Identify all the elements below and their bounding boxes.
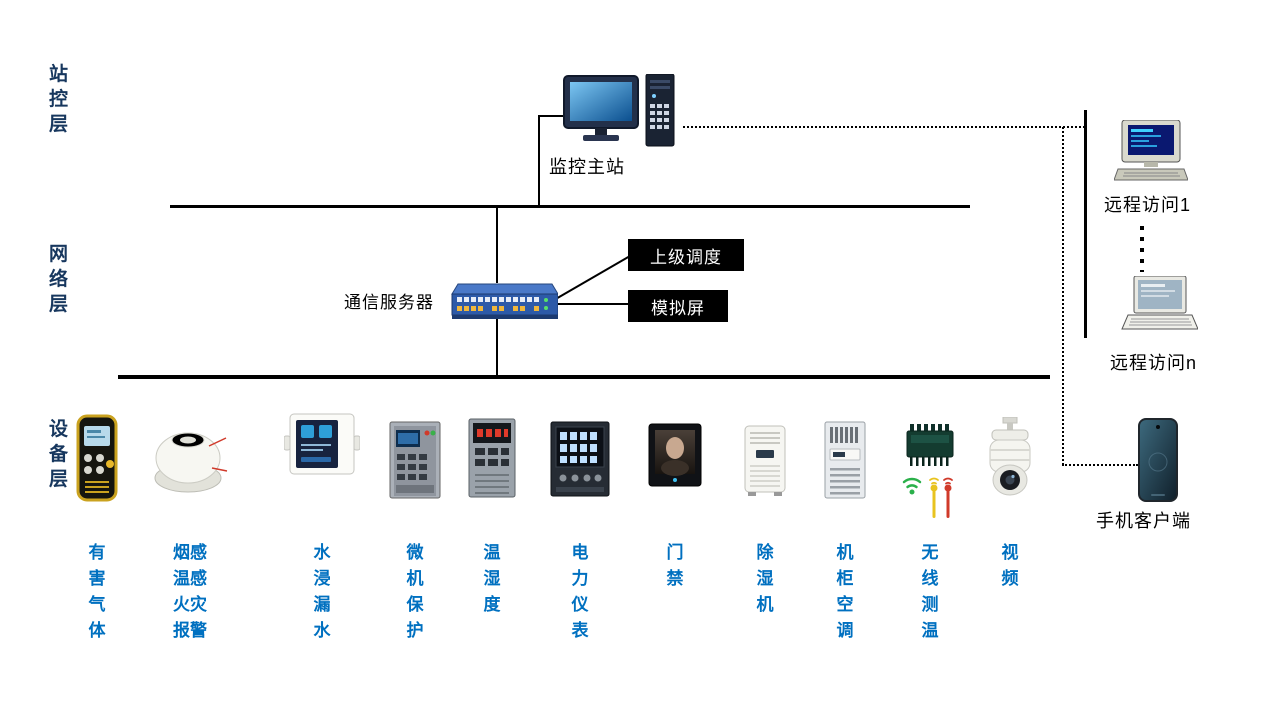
device-label-water: 水 浸 漏 水 <box>313 543 331 640</box>
video-camera-icon <box>989 417 1031 496</box>
cabinet-ac-icon <box>824 421 866 499</box>
device-label-video: 视 频 <box>1001 543 1019 588</box>
device-label-smoke: 烟感 温感 火灾 报警 <box>173 543 207 640</box>
gas-detector-icon <box>76 414 118 502</box>
device-label-temp-humidity: 温 湿 度 <box>483 543 501 614</box>
device-label-dehumidifier: 除 湿 机 <box>756 543 774 614</box>
dispatch-badge: 上级调度 <box>628 239 744 271</box>
device-label-access: 门 禁 <box>666 543 684 588</box>
master-station-label: 监控主站 <box>549 157 625 177</box>
network-device-bus-line <box>118 375 1050 379</box>
relay-protection-icon <box>389 421 441 499</box>
temp-humidity-icon <box>468 418 516 498</box>
wireless-temp-icon <box>902 424 954 518</box>
layer-label-station: 站 控 层 <box>48 64 69 135</box>
layer-label-network: 网 络 层 <box>48 244 69 315</box>
mobile-client-label: 手机客户端 <box>1096 511 1191 531</box>
mobile-client-phone-icon <box>1138 418 1178 502</box>
remote-access-1-computer-icon <box>1114 120 1188 181</box>
switch-to-dispatch-line <box>553 255 631 301</box>
device-label-relay: 微 机 保 护 <box>406 543 424 640</box>
remote-access-n-laptop-icon <box>1121 276 1198 330</box>
layer-label-device: 设 备 层 <box>48 419 69 490</box>
pc-to-bus-line <box>538 115 540 207</box>
water-leak-icon <box>284 413 360 475</box>
dehumidifier-icon <box>744 425 786 496</box>
remote-to-phone-dotted-line <box>1062 127 1064 465</box>
switch-to-bus-line <box>496 318 498 376</box>
switch-to-mimic-line <box>556 303 628 305</box>
remote-access-1-label: 远程访问1 <box>1104 195 1192 215</box>
master-station-computer-icon <box>563 74 675 147</box>
device-label-wireless-temp: 无 线 测 温 <box>921 543 939 640</box>
mimic-screen-badge: 模拟屏 <box>628 290 728 322</box>
station-network-bus-line <box>170 205 970 208</box>
smoke-fire-alarm-icon <box>154 432 228 493</box>
bus-to-switch-line <box>496 208 498 283</box>
comm-server-switch-icon <box>451 283 558 319</box>
remote-access-n-label: 远程访问n <box>1110 353 1198 373</box>
device-label-power-meter: 电 力 仪 表 <box>571 543 589 640</box>
remote-access-ellipsis-dots <box>1140 226 1144 272</box>
device-label-cabinet-ac: 机 柜 空 调 <box>836 543 854 640</box>
remote-access-trunk-line <box>1084 110 1087 338</box>
power-meter-icon <box>550 421 610 497</box>
device-label-gas: 有 害 气 体 <box>88 543 106 640</box>
pc-to-remote-dotted-line <box>683 126 1085 128</box>
comm-server-label: 通信服务器 <box>344 293 434 312</box>
phone-dotted-line <box>1062 464 1138 466</box>
pc-stub-line <box>539 115 567 117</box>
access-control-icon <box>648 423 702 487</box>
